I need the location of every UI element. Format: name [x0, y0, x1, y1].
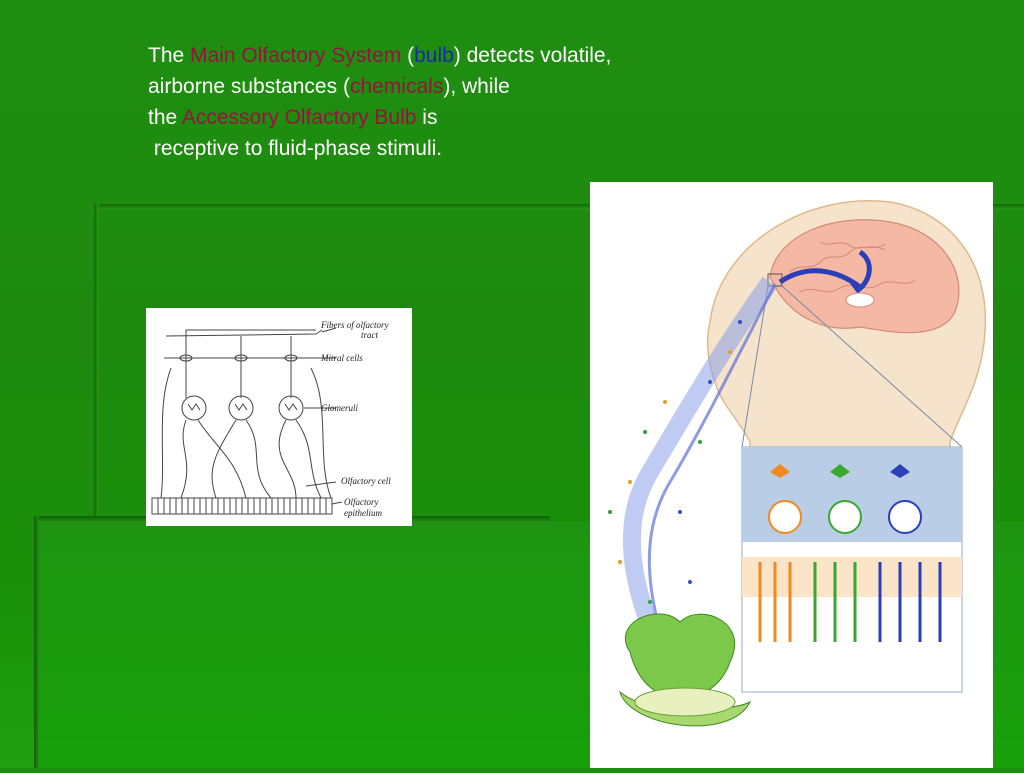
term-bulb: bulb [414, 44, 454, 67]
label-fibers-2: tract [361, 330, 378, 340]
text-line-2: airborne substances (chemicals), while [148, 71, 748, 102]
olfactory-pathway-diagram: Fibers of olfactory tract Mitral cells G… [146, 308, 412, 526]
label-olfactory-cell: Olfactory cell [341, 476, 391, 486]
mucus-layer [742, 557, 962, 597]
mitral-cells [770, 464, 910, 478]
receptor-neurons [758, 562, 942, 642]
label-olfactory-epithelium: Olfactory [344, 497, 379, 507]
text-run: The [148, 44, 191, 67]
text-line-4: receptive to fluid-phase stimuli. [148, 133, 748, 164]
smell-illustration: www.azote.se [590, 182, 993, 768]
odour-particles [608, 320, 742, 604]
glomeruli [768, 500, 922, 534]
label-olfactory-epithelium-2: epithelium [344, 508, 382, 518]
term-main-olfactory-system: Main Olfactory System [190, 44, 402, 67]
text-run: the [148, 106, 182, 129]
frame-low-left-line [34, 516, 39, 768]
label-glomeruli: Glomeruli [321, 403, 358, 413]
smell-illustration-svg: www.azote.se [608, 200, 987, 751]
text-run: ), while [443, 75, 510, 98]
azote-watermark: www.azote.se [877, 739, 950, 751]
olfactory-pathway-svg: Fibers of olfactory tract Mitral cells G… [151, 320, 391, 518]
text-run: airborne substances ( [148, 75, 350, 98]
frame-left-line [94, 204, 99, 520]
text-run: is [416, 106, 438, 129]
odour-stream [622, 276, 778, 656]
term-accessory-olfactory-bulb: Accessory Olfactory Bulb [181, 106, 417, 129]
text-run: ) detects volatile, [453, 44, 612, 67]
term-chemicals: chemicals [349, 75, 444, 98]
label-mitral-cells: Mitral cells [320, 353, 363, 363]
frame-top-line [96, 204, 1024, 210]
brain [769, 219, 960, 334]
green-apple [619, 613, 752, 727]
text-run: ( [401, 44, 415, 67]
text-line-1: The Main Olfactory System (bulb) detects… [148, 40, 748, 71]
slide-text: The Main Olfactory System (bulb) detects… [148, 40, 748, 164]
text-run: receptive to fluid-phase stimuli. [148, 137, 443, 160]
label-fibers: Fibers of olfactory [320, 320, 389, 330]
text-line-3: the Accessory Olfactory Bulb is [148, 102, 748, 133]
